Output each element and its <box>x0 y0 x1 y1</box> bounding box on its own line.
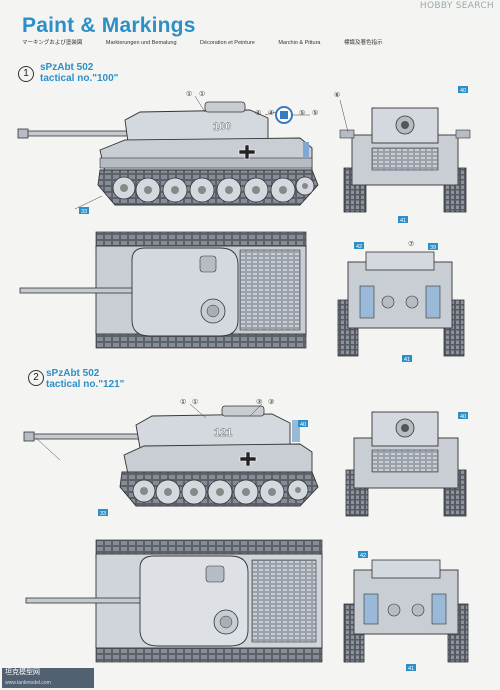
multilingual-subtitles: マーキングおよび塗装図 Markierungen und Bemalung Dé… <box>22 38 405 46</box>
callout-s2-3b: ③ <box>268 398 274 406</box>
callout-s2-3a: ③ <box>256 398 262 406</box>
paint-code-10: 42 <box>360 553 366 559</box>
scheme-1-road-wheels <box>112 176 315 203</box>
scheme-1-tactical: tactical no."100" <box>40 73 119 84</box>
watermark-line-1: 坦克模型网 <box>5 669 40 676</box>
scheme-2-top-view <box>25 539 323 663</box>
scheme-2-turret-number: 121 <box>214 427 232 439</box>
scheme-2-label: sPzAbt 502 tactical no."121" <box>46 368 124 390</box>
callout-5b: ⑤ <box>312 109 318 117</box>
paint-code-2: 33 <box>81 209 87 215</box>
callout-1a: ① <box>186 90 192 98</box>
subtitle-de: Markierungen und Bemalung <box>105 40 177 46</box>
scheme-2-number: 2 <box>28 370 44 386</box>
scheme-1-unit: sPzAbt 502 <box>40 62 94 73</box>
paint-code-9: 40 <box>460 414 466 420</box>
paint-code-1: 40 <box>460 88 466 94</box>
subtitle-zh: 標識及著色指示 <box>344 40 383 46</box>
scheme-1-rear-view <box>337 251 465 357</box>
scheme-1-turret-number: 100 <box>213 121 231 133</box>
paint-code-11: 41 <box>408 666 414 672</box>
scheme-2-tactical: tactical no."121" <box>46 379 125 390</box>
callout-s2-1a: ① <box>180 398 186 406</box>
scheme-1-label: sPzAbt 502 tactical no."100" <box>40 62 118 84</box>
paint-code-4: 41 <box>404 357 410 363</box>
callout-4a: ④ <box>255 109 261 117</box>
scheme-2-road-wheels <box>132 479 309 505</box>
subtitle-it: Marchio & Pittura <box>278 40 321 46</box>
paint-code-tags: 40 33 42 41 41 39 40 33 40 42 41 <box>79 86 468 672</box>
callout-s2-1b: ① <box>192 398 198 406</box>
site-watermark: 坦克模型网 www.tankmodel.com <box>2 668 94 688</box>
paint-code-5: 41 <box>400 218 406 224</box>
callout-1b: ① <box>199 90 205 98</box>
scheme-2-rear-view <box>343 559 469 663</box>
callout-7: ⑦ <box>408 240 414 248</box>
scheme-1-front-view <box>339 107 471 213</box>
callout-6: ⑥ <box>334 91 340 99</box>
paint-code-7: 40 <box>300 422 306 428</box>
paint-code-6: 39 <box>430 245 436 251</box>
subtitle-fr: Décoration et Peinture <box>200 40 255 46</box>
scheme-2-unit: sPzAbt 502 <box>46 368 100 379</box>
paint-code-8: 33 <box>100 511 106 517</box>
scheme-2-front-view <box>345 411 467 517</box>
callout-4b: ④ <box>268 109 274 117</box>
callout-5a: ⑤ <box>299 109 305 117</box>
scheme-1-number: 1 <box>18 66 34 82</box>
page-title: Paint & Markings <box>22 14 196 37</box>
callouts: ① ① ④ ④ ⑤ ⑤ ⑥ ⑦ ① ① ③ ③ <box>180 90 414 406</box>
leader-lines <box>35 95 349 461</box>
scheme-1-top-view <box>19 231 307 349</box>
subtitle-ja: マーキングおよび塗装図 <box>22 40 83 46</box>
watermark-line-2: www.tankmodel.com <box>5 680 51 686</box>
hobby-search-watermark: HOBBY SEARCH <box>419 1 494 11</box>
paint-code-3: 42 <box>356 244 362 250</box>
